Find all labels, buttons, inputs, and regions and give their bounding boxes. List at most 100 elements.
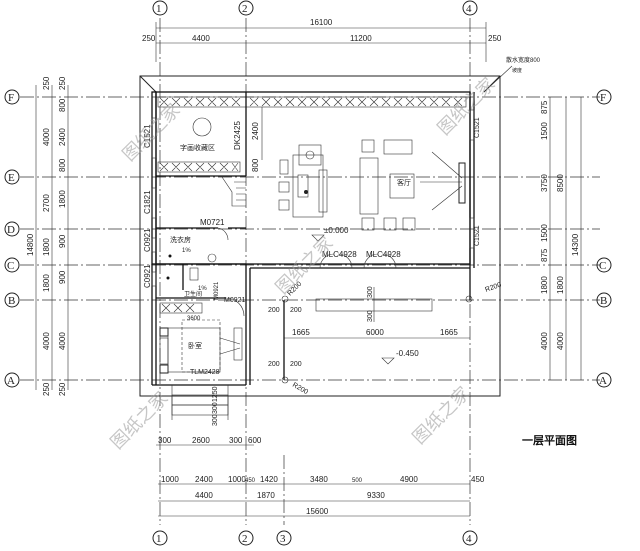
svg-text:300: 300: [367, 286, 374, 298]
svg-text:875: 875: [540, 100, 549, 114]
svg-text:2400: 2400: [58, 128, 67, 146]
svg-text:DK2425: DK2425: [233, 121, 242, 150]
top-dimensions: 16100 250 4400 11200 250: [142, 18, 502, 62]
svg-text:R200: R200: [291, 382, 309, 396]
svg-text:3750: 3750: [540, 174, 549, 192]
svg-text:1800: 1800: [556, 276, 565, 294]
svg-text:500: 500: [352, 478, 363, 484]
svg-text:-0.450: -0.450: [396, 349, 419, 358]
entry-steps: 1250 300 300 300 2600 300 600: [156, 385, 262, 446]
svg-text:图纸之家: 图纸之家: [409, 383, 475, 449]
svg-text:1000: 1000: [161, 475, 179, 484]
svg-text:3600: 3600: [187, 316, 201, 322]
svg-text:300: 300: [158, 436, 172, 445]
roof-outline: 散水宽度800 坡度: [139, 56, 541, 397]
svg-text:4900: 4900: [400, 475, 418, 484]
svg-text:300: 300: [212, 402, 219, 414]
svg-text:2600: 2600: [192, 436, 210, 445]
svg-text:2400: 2400: [195, 475, 213, 484]
svg-text:250: 250: [142, 34, 156, 43]
svg-text:D: D: [7, 224, 15, 236]
svg-text:C0921: C0921: [143, 264, 152, 288]
svg-text:1420: 1420: [260, 475, 278, 484]
svg-text:2: 2: [242, 533, 248, 545]
svg-text:200: 200: [290, 361, 302, 368]
svg-text:洗衣房: 洗衣房: [170, 235, 191, 244]
svg-text:4400: 4400: [195, 491, 213, 500]
svg-text:1: 1: [156, 533, 162, 545]
left-windows: C1521 C1821 C0921 C0921: [143, 117, 157, 288]
svg-text:C1521: C1521: [474, 117, 481, 138]
svg-text:4: 4: [466, 533, 472, 545]
left-dimensions: 14800 250 4000 2700 1800 1800 4000 250 2…: [26, 76, 69, 396]
svg-text:250: 250: [58, 382, 67, 396]
svg-text:卫生间: 卫生间: [184, 290, 202, 298]
svg-text:C1821: C1821: [143, 190, 152, 214]
svg-text:C0921: C0921: [143, 228, 152, 252]
svg-text:875: 875: [540, 248, 549, 262]
svg-text:1%: 1%: [182, 248, 191, 254]
svg-text:C: C: [7, 260, 14, 272]
svg-text:4400: 4400: [192, 34, 210, 43]
svg-text:F: F: [8, 92, 14, 104]
svg-text:1870: 1870: [257, 491, 275, 500]
svg-text:14800: 14800: [26, 233, 35, 256]
svg-text:F: F: [600, 92, 606, 104]
svg-text:800: 800: [251, 158, 260, 172]
svg-text:字画收藏区: 字画收藏区: [180, 143, 215, 152]
svg-text:600: 600: [248, 436, 262, 445]
svg-text:E: E: [8, 172, 15, 184]
svg-text:1%: 1%: [198, 286, 207, 292]
svg-text:250: 250: [42, 382, 51, 396]
svg-text:6000: 6000: [366, 328, 384, 337]
svg-text:1800: 1800: [42, 274, 51, 292]
svg-text:客厅: 客厅: [397, 178, 411, 187]
service-rooms: M0721 洗衣房 1% 1% 卫生间 M0921 M0921: [156, 218, 246, 317]
svg-text:图纸之家: 图纸之家: [434, 74, 500, 140]
bedroom: 3600 卧室 TLM2428: [159, 302, 243, 376]
svg-text:3: 3: [280, 533, 286, 545]
svg-text:1: 1: [156, 3, 162, 15]
svg-text:4000: 4000: [540, 332, 549, 350]
right-dimensions: 875 1500 3750 1500 875 1800 4000 8500 18…: [540, 97, 582, 380]
svg-text:2: 2: [242, 3, 248, 15]
living-room: 客厅 ±0.000 MLC4928 MLC4928: [278, 139, 466, 269]
svg-text:A: A: [599, 375, 607, 387]
svg-text:900: 900: [58, 234, 67, 248]
svg-text:200: 200: [268, 361, 280, 368]
svg-text:坡度: 坡度: [512, 67, 522, 74]
svg-text:1665: 1665: [440, 328, 458, 337]
svg-text:450: 450: [245, 478, 256, 484]
svg-text:M0921: M0921: [214, 281, 220, 300]
svg-text:散水宽度800: 散水宽度800: [506, 56, 541, 64]
svg-text:1800: 1800: [540, 276, 549, 294]
svg-text:MLC4928: MLC4928: [366, 250, 401, 259]
svg-text:MLC4928: MLC4928: [322, 250, 357, 259]
svg-text:300: 300: [229, 436, 243, 445]
svg-text:300: 300: [367, 310, 374, 322]
svg-text:1800: 1800: [42, 238, 51, 256]
svg-text:3480: 3480: [310, 475, 328, 484]
svg-text:800: 800: [58, 98, 67, 112]
svg-text:9330: 9330: [367, 491, 385, 500]
porch: 300 300 1665 6000 1665 -0.450 R200 R200 …: [268, 268, 503, 396]
svg-text:250: 250: [58, 76, 67, 90]
svg-text:4000: 4000: [42, 128, 51, 146]
svg-text:A: A: [7, 375, 15, 387]
study-room: 字画收藏区 DK2425 2400 800: [156, 92, 263, 207]
svg-text:1250: 1250: [212, 386, 219, 402]
svg-text:C1521: C1521: [474, 225, 481, 246]
svg-text:卧室: 卧室: [188, 341, 202, 350]
svg-text:B: B: [600, 295, 607, 307]
svg-text:2400: 2400: [251, 122, 260, 140]
svg-text:4000: 4000: [58, 332, 67, 350]
svg-text:M0721: M0721: [200, 218, 225, 227]
bottom-dimensions: 1000 2400 1000 450 1420 3480 500 4900 45…: [158, 475, 485, 517]
svg-text:B: B: [8, 295, 15, 307]
svg-text:TLM2428: TLM2428: [190, 369, 220, 376]
svg-text:800: 800: [58, 158, 67, 172]
svg-text:14300: 14300: [571, 233, 580, 256]
svg-text:1800: 1800: [58, 190, 67, 208]
svg-text:900: 900: [58, 270, 67, 284]
